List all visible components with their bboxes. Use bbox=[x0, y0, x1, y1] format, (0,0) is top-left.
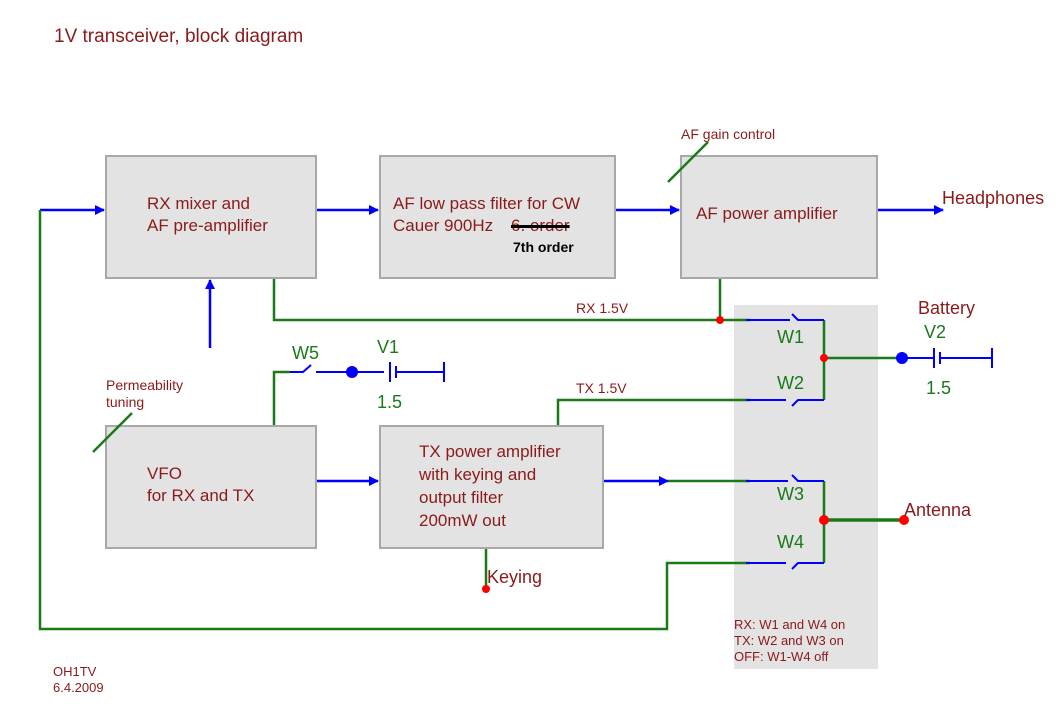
wire-tx-rail bbox=[556, 398, 750, 425]
block-vfo: VFO for RX and TX bbox=[105, 425, 317, 549]
block-tx-power: TX power amplifier with keying and outpu… bbox=[379, 425, 604, 549]
block-af-power: AF power amplifier bbox=[680, 155, 878, 279]
switch-w5-contact[interactable] bbox=[290, 364, 384, 373]
node-battery-bus bbox=[820, 354, 828, 362]
tx-power-line2: with keying and bbox=[419, 465, 537, 484]
headphones-label: Headphones bbox=[942, 188, 1045, 208]
tx-power-line3: output filter bbox=[419, 488, 504, 507]
w4-label: W4 bbox=[777, 532, 804, 552]
permeability-label-2: tuning bbox=[106, 394, 145, 410]
rx-mixer-line2: AF pre-amplifier bbox=[147, 216, 268, 235]
author-callsign: OH1TV bbox=[53, 664, 97, 679]
switch-w4-contact[interactable] bbox=[746, 562, 824, 570]
af-filter-struck-order: 6. order bbox=[511, 216, 570, 235]
af-power-line1: AF power amplifier bbox=[696, 204, 838, 223]
node-antenna bbox=[899, 515, 909, 525]
switch-note-off: OFF: W1-W4 off bbox=[734, 649, 829, 664]
v2-label: V2 bbox=[924, 322, 947, 342]
rx-mixer-line1: RX mixer and bbox=[147, 194, 250, 213]
wire-vfo-to-w5 bbox=[272, 370, 290, 425]
battery-v1 bbox=[389, 362, 445, 382]
battery-v2 bbox=[902, 348, 993, 368]
keying-label: Keying bbox=[487, 567, 543, 587]
antenna-label: Antenna bbox=[904, 500, 972, 520]
block-rx-mixer: RX mixer and AF pre-amplifier bbox=[105, 155, 317, 279]
switch-note-rx: RX: W1 and W4 on bbox=[734, 617, 846, 632]
author-date: 6.4.2009 bbox=[53, 680, 104, 695]
vfo-line2: for RX and TX bbox=[147, 486, 255, 505]
page-title: 1V transceiver, block diagram bbox=[54, 26, 304, 47]
battery-label: Battery bbox=[918, 298, 976, 318]
af-gain-label: AF gain control bbox=[681, 126, 776, 142]
tx-rail-label: TX 1.5V bbox=[576, 380, 627, 396]
node-rx-rail bbox=[716, 316, 724, 324]
w5-label: W5 bbox=[292, 343, 319, 363]
tx-power-line4: 200mW out bbox=[419, 511, 506, 530]
v1-value: 1.5 bbox=[377, 392, 403, 412]
vfo-line1: VFO bbox=[147, 464, 182, 483]
terminal-v1 bbox=[346, 366, 358, 378]
w3-label: W3 bbox=[777, 484, 804, 504]
block-af-filter: AF low pass filter for CW Cauer 900Hz 6.… bbox=[379, 155, 616, 279]
wire-rx-rail bbox=[272, 279, 750, 322]
wire-antenna-rx-loop bbox=[38, 210, 750, 631]
af-filter-line1: AF low pass filter for CW bbox=[393, 194, 581, 213]
v2-value: 1.5 bbox=[926, 378, 952, 398]
af-filter-correction: 7th order bbox=[513, 239, 574, 255]
node-keying bbox=[482, 585, 490, 593]
tx-power-line1: TX power amplifier bbox=[419, 442, 561, 461]
terminal-v2 bbox=[896, 352, 908, 364]
switch-w3-contact[interactable] bbox=[746, 474, 824, 482]
switch-panel bbox=[734, 305, 878, 669]
switch-note-tx: TX: W2 and W3 on bbox=[734, 633, 844, 648]
w2-label: W2 bbox=[777, 373, 804, 393]
v1-label: V1 bbox=[377, 337, 400, 357]
switch-w2-contact[interactable] bbox=[746, 399, 824, 407]
af-gain-pointer bbox=[667, 141, 709, 183]
af-filter-line2: Cauer 900Hz bbox=[393, 216, 494, 235]
rx-rail-label: RX 1.5V bbox=[576, 300, 629, 316]
permeability-pointer bbox=[92, 412, 133, 453]
switch-w1-contact bbox=[746, 313, 824, 321]
w1-label: W1 bbox=[777, 327, 804, 347]
permeability-label-1: Permeability bbox=[106, 377, 184, 393]
node-antenna-bus bbox=[819, 515, 829, 525]
